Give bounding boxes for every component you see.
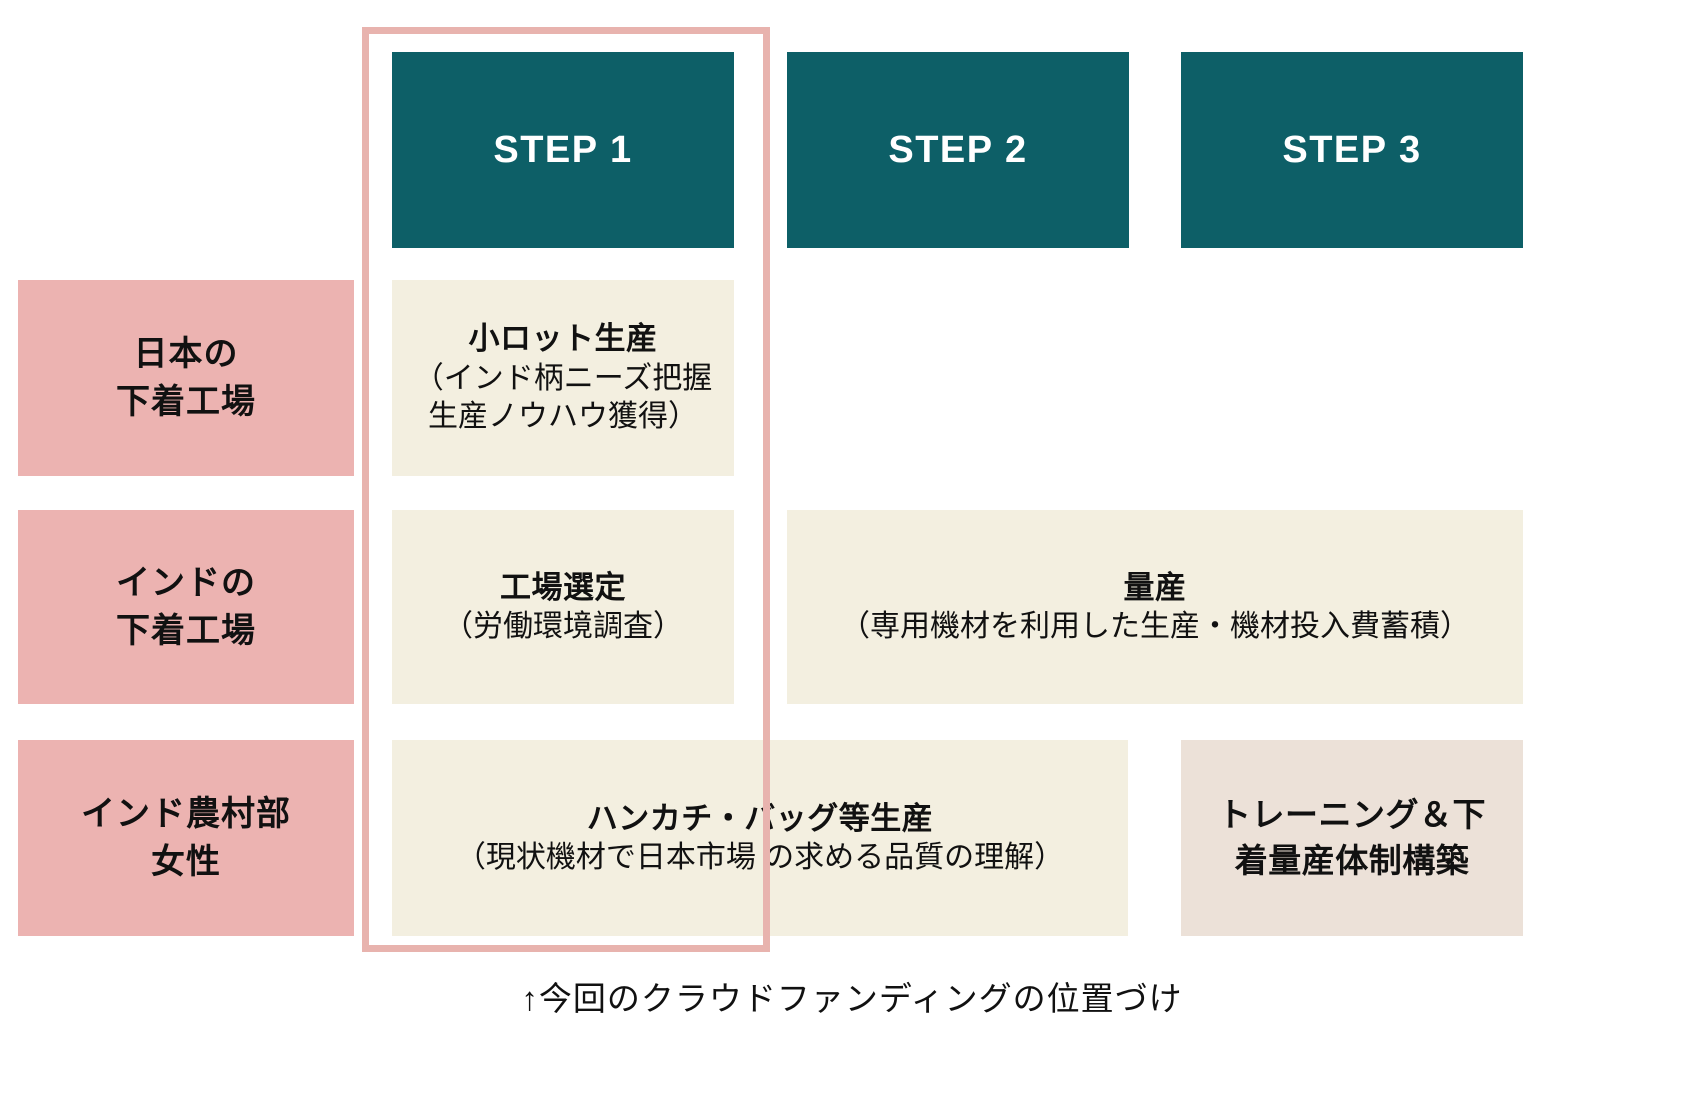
- cell-india-step1-subtitle: （労働環境調査）: [443, 609, 683, 643]
- step-header-3-label: STEP 3: [1282, 128, 1422, 171]
- row-label-india-rural-women-text: インド農村部 女性: [81, 794, 291, 881]
- cell-india-step2-3-title: 量産: [1123, 569, 1187, 605]
- cell-rural-step3-title: トレーニング＆下 着量産体制構築: [1218, 796, 1486, 879]
- cell-japan-step1: 小ロット生産 （インド柄ニーズ把握 生産ノウハウ獲得）: [392, 280, 734, 476]
- step-header-2: STEP 2: [787, 52, 1129, 248]
- cell-india-step1-title: 工場選定: [500, 569, 626, 605]
- cell-india-step2-3: 量産 （専用機材を利用した生産・機材投入費蓄積）: [787, 510, 1523, 704]
- caption: ↑今回のクラウドファンディングの位置づけ: [0, 972, 1694, 1020]
- cell-rural-step1-2-title: ハンカチ・バッグ等生産: [586, 800, 934, 836]
- row-label-india-factory-text: インドの 下着工場: [116, 563, 256, 650]
- step-header-2-label: STEP 2: [888, 128, 1028, 171]
- cell-india-step1: 工場選定 （労働環境調査）: [392, 510, 734, 704]
- cell-japan-step1-subtitle: （インド柄ニーズ把握 生産ノウハウ獲得）: [413, 361, 713, 434]
- cell-rural-step3: トレーニング＆下 着量産体制構築: [1181, 740, 1523, 936]
- cell-rural-step1-2: ハンカチ・バッグ等生産 （現状機材で日本市場 の求める品質の理解）: [392, 740, 1128, 936]
- row-label-india-factory: インドの 下着工場: [18, 510, 354, 704]
- cell-japan-step1-title: 小ロット生産: [468, 321, 658, 357]
- caption-text: ↑今回のクラウドファンディングの位置づけ: [521, 980, 1183, 1017]
- cell-rural-step1-2-subtitle: （現状機材で日本市場 の求める品質の理解）: [455, 840, 1065, 874]
- step-header-3: STEP 3: [1181, 52, 1523, 248]
- row-label-india-rural-women: インド農村部 女性: [18, 740, 354, 936]
- row-label-japan-factory: 日本の 下着工場: [18, 280, 354, 476]
- step-header-1-label: STEP 1: [493, 128, 633, 171]
- row-label-japan-factory-text: 日本の 下着工場: [116, 334, 256, 421]
- step-header-1: STEP 1: [392, 52, 734, 248]
- cell-india-step2-3-subtitle: （専用機材を利用した生産・機材投入費蓄積）: [840, 609, 1470, 643]
